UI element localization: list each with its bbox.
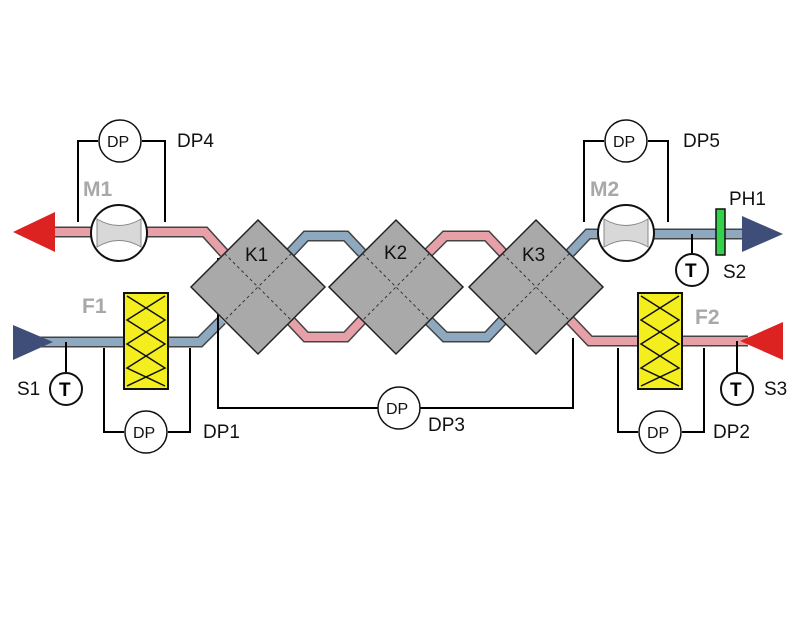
humidity-sensor-ph1	[715, 208, 726, 256]
svg-text:T: T	[730, 380, 742, 401]
dp1-line	[103, 348, 124, 433]
m1-label: M1	[83, 178, 112, 201]
f2-label: F2	[695, 306, 720, 329]
svg-text:DP: DP	[386, 401, 408, 418]
svg-text:DP: DP	[107, 134, 129, 151]
dp2-sensor: DP	[638, 410, 682, 454]
svg-text:T: T	[59, 380, 71, 401]
s1-label: S1	[17, 379, 40, 400]
arrow-left-blue-inlet	[13, 325, 53, 360]
dp4-line	[77, 140, 98, 222]
ph1-label: PH1	[729, 189, 766, 210]
dp4-sensor: DP	[98, 119, 142, 163]
dp4-label: DP4	[177, 131, 214, 152]
temperature-sensor-s3: T	[720, 372, 754, 406]
filter-f2	[637, 292, 683, 390]
temperature-sensor-s2: T	[675, 253, 709, 287]
dp5-sensor: DP	[604, 119, 648, 163]
svg-text:T: T	[685, 261, 697, 282]
m2-label: M2	[590, 178, 619, 201]
heat-exchanger-k1	[189, 218, 327, 356]
dp2-line	[617, 348, 638, 433]
s3-label: S3	[764, 379, 787, 400]
temperature-sensor-s1: T	[49, 372, 83, 406]
arrow-left-red-inlet	[740, 322, 783, 360]
dp1-sensor: DP	[124, 410, 168, 454]
dp1-label: DP1	[203, 422, 240, 443]
dp3-sensor: DP	[377, 386, 421, 430]
dp3-label: DP3	[428, 415, 465, 436]
svg-text:DP: DP	[647, 425, 669, 442]
arrow-right-blue	[742, 216, 783, 252]
filter-f1	[123, 292, 169, 390]
svg-text:DP: DP	[613, 134, 635, 151]
fan-m1	[90, 204, 148, 262]
fan-m2	[597, 204, 655, 262]
k2-label: K2	[384, 243, 407, 264]
heat-exchanger-k2	[327, 218, 465, 356]
dp5-label: DP5	[683, 131, 720, 152]
dp5-line	[583, 140, 604, 222]
dp2-label: DP2	[713, 422, 750, 443]
s2-label: S2	[723, 262, 746, 283]
arrow-left-red	[13, 212, 55, 252]
f1-label: F1	[82, 295, 107, 318]
svg-text:DP: DP	[133, 425, 155, 442]
k3-label: K3	[522, 245, 545, 266]
k1-label: K1	[245, 245, 268, 266]
heat-exchanger-k3	[467, 218, 605, 356]
